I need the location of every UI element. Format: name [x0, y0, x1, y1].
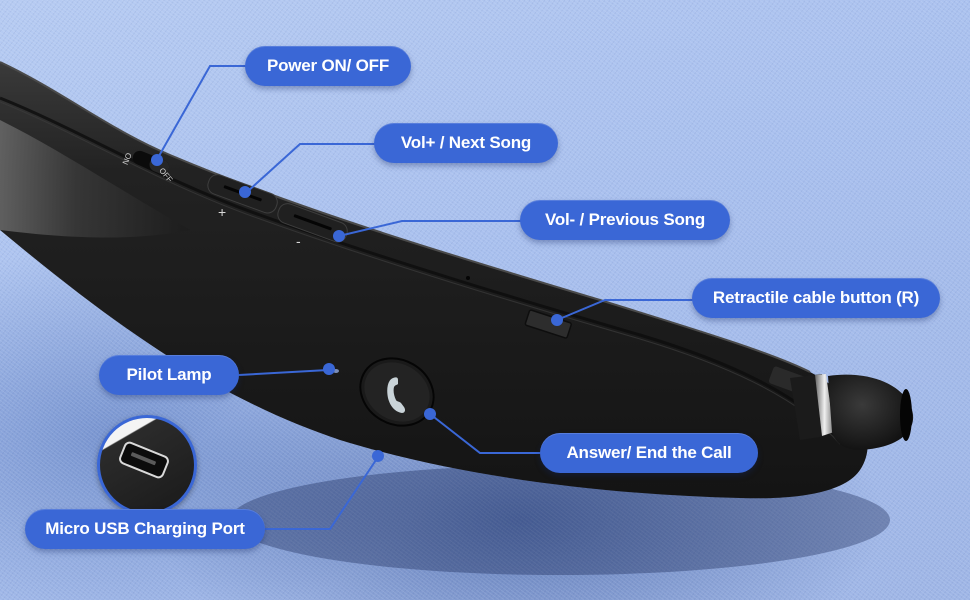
- callout-power: Power ON/ OFF: [245, 46, 411, 86]
- retractile-cable-button[interactable]: [524, 309, 572, 339]
- neckband-top-edge: [0, 61, 811, 373]
- dot-pilot-lamp: [323, 363, 335, 375]
- vol-down-symbol: -: [296, 233, 301, 249]
- dot-power: [151, 154, 163, 166]
- neckband-side-face: [0, 120, 190, 238]
- callout-retractile-label: Retractile cable button (R): [712, 288, 920, 307]
- callout-pilot-lamp: Pilot Lamp: [99, 355, 239, 395]
- earbud-tip: [828, 374, 914, 450]
- callout-usb-port-label: Micro USB Charging Port: [45, 519, 245, 538]
- earbud: [768, 366, 914, 450]
- callout-usb-port: Micro USB Charging Port: [25, 509, 265, 549]
- leader-vol-down: [338, 220, 522, 237]
- dot-usb-port: [372, 450, 384, 462]
- leader-power: [154, 65, 246, 164]
- callout-vol-up: Vol+ / Next Song: [374, 123, 558, 163]
- micro-usb-port-icon: [117, 439, 171, 481]
- callout-retractile: Retractile cable button (R): [692, 278, 940, 318]
- phone-handset-icon: [387, 377, 406, 413]
- switch-on-label: ON: [120, 151, 133, 166]
- callout-answer-call-label: Answer/ End the Call: [566, 443, 732, 462]
- earbud-chrome-ring: [815, 374, 834, 436]
- callout-vol-down-label: Vol- / Previous Song: [544, 210, 706, 229]
- callout-vol-down: Vol- / Previous Song: [520, 200, 730, 240]
- leader-retractile: [556, 299, 694, 321]
- vol-up-symbol: +: [218, 204, 226, 220]
- callout-leader-lines: [154, 65, 694, 530]
- earbud-nozzle: [900, 389, 912, 441]
- leader-pilot-lamp: [238, 369, 329, 376]
- dot-retractile: [551, 314, 563, 326]
- dot-vol-up: [239, 186, 251, 198]
- callout-power-label: Power ON/ OFF: [266, 56, 390, 75]
- callout-dots: [151, 154, 563, 462]
- neckband-groove-highlight: [0, 101, 841, 445]
- dot-answer-call: [424, 408, 436, 420]
- neckband-body: [0, 62, 868, 499]
- leader-answer-call: [429, 413, 540, 454]
- neckband-groove: [0, 96, 842, 441]
- dot-vol-down: [333, 230, 345, 242]
- leader-usb-port: [264, 456, 379, 530]
- microphone-hole: [466, 276, 470, 280]
- leader-vol-up: [246, 143, 375, 193]
- callout-vol-up-label: Vol+ / Next Song: [400, 133, 532, 152]
- callout-pilot-lamp-label: Pilot Lamp: [126, 365, 212, 384]
- usb-port-closeup: [97, 415, 197, 515]
- callout-answer-call: Answer/ End the Call: [540, 433, 758, 473]
